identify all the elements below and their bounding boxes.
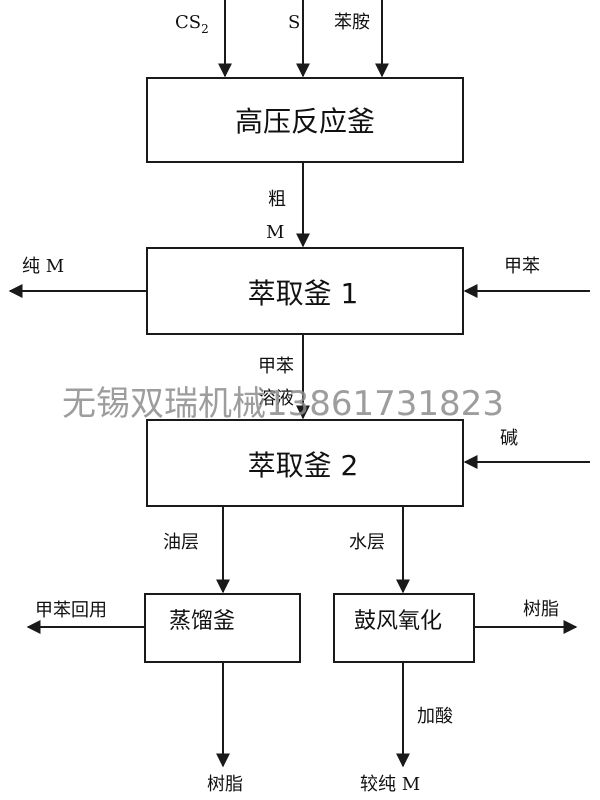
input-label-cs2: CS2 xyxy=(175,12,209,36)
extractor2-box xyxy=(146,419,464,507)
crude-m-label-line2: M xyxy=(266,222,284,243)
oxidation-label: 鼓风氧化 xyxy=(354,609,442,634)
autoclave-box xyxy=(146,77,464,163)
crude-m-label-line1: 粗 xyxy=(268,189,286,210)
extractor2-label: 萃取釜 2 xyxy=(248,449,359,482)
toluene-in-label: 甲苯 xyxy=(504,256,540,277)
resin-right-label: 树脂 xyxy=(523,599,559,620)
toluene-solution-label-line1: 甲苯 xyxy=(258,356,294,377)
resin-bottom-label: 树脂 xyxy=(207,774,243,795)
input-label-aniline: 苯胺 xyxy=(334,12,370,33)
purer-m-label: 较纯 M xyxy=(360,774,420,795)
extractor1-label: 萃取釜 1 xyxy=(248,277,359,310)
acidify-label: 加酸 xyxy=(417,706,453,727)
toluene-solution-label-line2: 溶液 xyxy=(258,388,294,409)
oxidation-box xyxy=(333,593,475,663)
alkali-label: 碱 xyxy=(500,428,518,449)
oil-layer-label: 油层 xyxy=(163,532,199,553)
pure-m-label: 纯 M xyxy=(22,256,64,277)
input-label-sulfur: S xyxy=(288,12,300,33)
still-label: 蒸馏釜 xyxy=(169,609,235,634)
extractor1-box xyxy=(146,247,464,335)
water-layer-label: 水层 xyxy=(349,532,385,553)
autoclave-label: 高压反应釜 xyxy=(235,105,375,138)
toluene-recycle-label: 甲苯回用 xyxy=(35,600,107,621)
watermark-text: 无锡双瑞机械13861731823 xyxy=(62,384,504,424)
